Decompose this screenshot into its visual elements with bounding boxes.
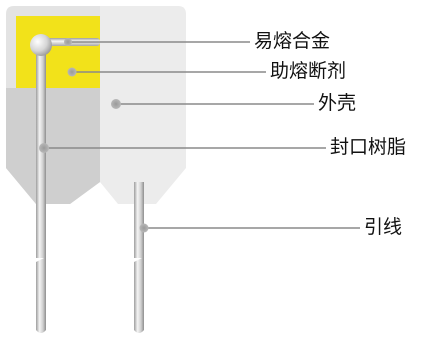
- left-lead-lower: [36, 257, 46, 333]
- label-lead-wire: 引线: [364, 216, 403, 238]
- shell-body: [100, 6, 186, 204]
- solder-ball: [30, 34, 52, 56]
- label-shell: 外壳: [318, 92, 357, 114]
- leader-dot-shell: [111, 99, 121, 109]
- leader-dot-lead-wire: [139, 223, 149, 233]
- sealing-resin-region: [6, 88, 100, 204]
- leader-dot-fusible-alloy: [64, 38, 72, 46]
- label-fusible-alloy: 易熔合金: [254, 30, 331, 52]
- label-flux: 助熔断剂: [270, 60, 347, 82]
- leader-dot-flux: [67, 67, 77, 77]
- left-lead-upper: [36, 50, 46, 258]
- label-sealing-resin: 封口树脂: [330, 136, 407, 158]
- right-lead-upper: [134, 182, 144, 258]
- flux-region: [16, 16, 100, 88]
- leader-dot-sealing-resin: [39, 143, 49, 153]
- right-lead-lower: [134, 257, 144, 333]
